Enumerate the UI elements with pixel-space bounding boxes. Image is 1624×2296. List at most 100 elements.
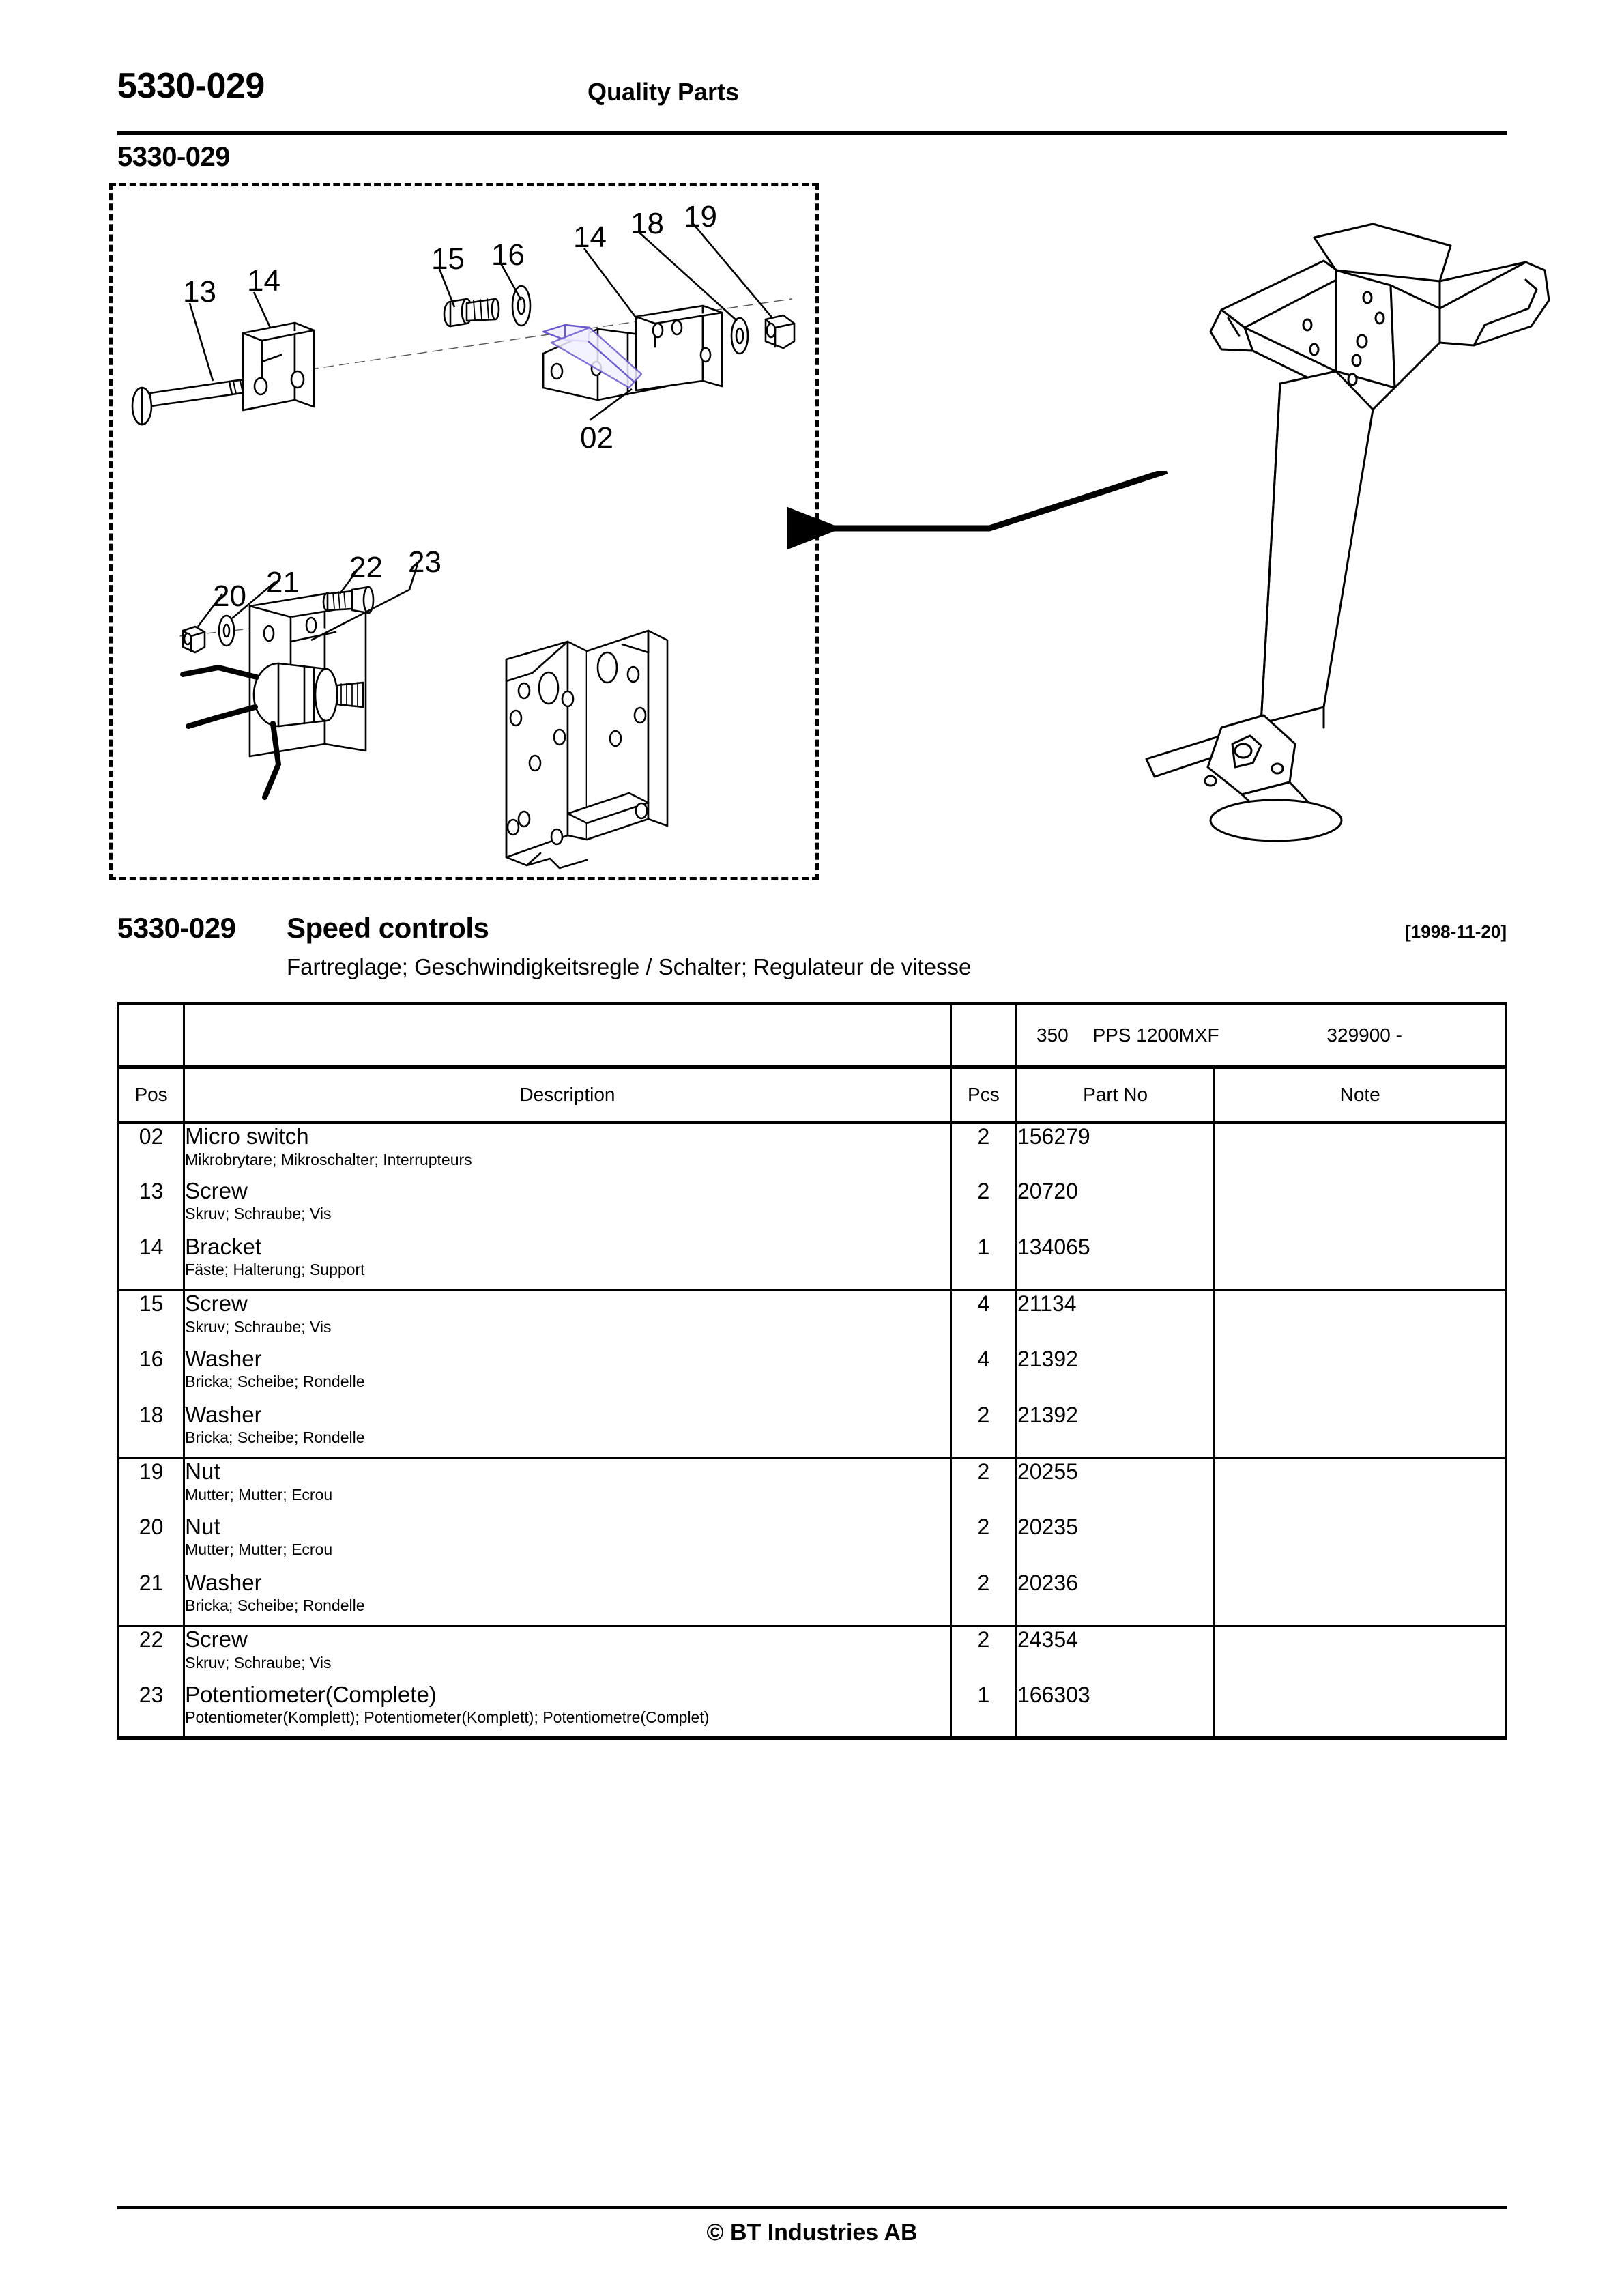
header-divider (117, 131, 1507, 135)
footer-copyright: © BT Industries AB (706, 2220, 918, 2245)
cell-note (1213, 1178, 1507, 1235)
page-header: 5330-029 Quality Parts (117, 68, 1507, 140)
cell-pos: 16 (117, 1346, 186, 1403)
column-header-part: Part No (1015, 1067, 1216, 1124)
cell-pos: 15 (117, 1290, 186, 1347)
cell-pcs: 2 (949, 1570, 1017, 1627)
cell-description: Potentiometer(Complete)Potentiometer(Kom… (183, 1681, 952, 1738)
description-primary: Bracket (185, 1233, 262, 1259)
detail-pointer-arrow (785, 468, 1276, 662)
description-primary: Screw (185, 1177, 248, 1203)
cell-note (1213, 1122, 1507, 1179)
description-primary: Screw (185, 1291, 248, 1316)
column-header-desc: Description (183, 1067, 952, 1124)
callout-21: 21 (266, 566, 300, 599)
section-title-code: 5330-029 (117, 912, 236, 944)
callout-18: 18 (630, 207, 664, 240)
callout-16: 16 (491, 238, 525, 272)
column-header-note: Note (1213, 1067, 1507, 1124)
cell-note (1213, 1626, 1507, 1682)
description-translations: Bricka; Scheibe; Rondelle (185, 1596, 365, 1615)
cell-note (1213, 1514, 1507, 1570)
cell-pos: 20 (117, 1514, 186, 1570)
cell-pcs: 1 (949, 1682, 1017, 1738)
cell-pos: 19 (117, 1458, 186, 1515)
cell-note (1213, 1290, 1507, 1347)
cell-pcs: 4 (949, 1290, 1017, 1347)
cell-pcs: 2 (949, 1626, 1017, 1682)
model-header-row: 350 PPS 1200MXF 329900 - (118, 1003, 1507, 1069)
cell-pos: 18 (117, 1402, 186, 1459)
section-title-block: 5330-029 Speed controls [1998-11-20] Far… (117, 912, 1507, 994)
cell-part-no: 21134 (1015, 1290, 1216, 1347)
cell-pos: 02 (117, 1122, 186, 1179)
description-translations: Skruv; Schraube; Vis (185, 1205, 332, 1223)
cell-part-no: 134065 (1015, 1234, 1216, 1291)
cell-pcs: 2 (949, 1178, 1017, 1235)
column-header-pos: Pos (117, 1067, 186, 1124)
callout-20: 20 (213, 579, 246, 613)
lower-assembly-drawing (179, 563, 669, 870)
exploded-diagram-upper: 13 14 15 16 14 18 19 02 (109, 183, 826, 538)
cell-part-no: 20720 (1015, 1178, 1216, 1235)
tiller-arm-drawing (1145, 223, 1550, 842)
machine-overview-illustration (1119, 205, 1597, 874)
cell-pcs: 4 (949, 1346, 1017, 1403)
description-primary: Nut (185, 1513, 220, 1539)
description-translations: Skruv; Schraube; Vis (185, 1317, 332, 1336)
cell-pcs: 2 (949, 1514, 1017, 1570)
model-row-spacer-2 (184, 1003, 952, 1069)
cell-part-no: 166303 (1015, 1682, 1216, 1738)
cell-part-no: 20255 (1015, 1458, 1216, 1515)
arrow-polyline (787, 468, 1168, 550)
section-code: 5330-029 (117, 142, 231, 172)
model-row-spacer-3 (951, 1003, 1017, 1069)
description-primary: Screw (185, 1626, 248, 1652)
header-brand-title: Quality Parts (587, 78, 740, 106)
model-serial-range: 329900 - (1326, 1024, 1402, 1046)
callout-02: 02 (580, 421, 613, 455)
cell-note (1213, 1402, 1507, 1459)
description-primary: Washer (185, 1401, 262, 1427)
description-primary: Washer (185, 1345, 262, 1371)
description-primary: Potentiometer(Complete) (185, 1681, 437, 1707)
cell-pos: 23 (117, 1682, 186, 1738)
model-number: 350 (1036, 1024, 1069, 1046)
description-primary: Nut (185, 1459, 220, 1484)
section-revision-date: [1998-11-20] (1405, 921, 1507, 942)
cell-part-no: 20235 (1015, 1514, 1216, 1570)
cell-part-no: 24354 (1015, 1626, 1216, 1682)
callout-19: 19 (684, 200, 717, 233)
cell-pcs: 1 (949, 1234, 1017, 1291)
cell-part-no: 21392 (1015, 1402, 1216, 1459)
cell-part-no: 21392 (1015, 1346, 1216, 1403)
callout-15: 15 (431, 242, 465, 276)
callout-13: 13 (183, 275, 216, 308)
description-translations: Potentiometer(Komplett); Potentiometer(K… (185, 1708, 710, 1727)
cell-pos: 21 (117, 1570, 186, 1627)
section-title-translations: Fartreglage; Geschwindigkeitsregle / Sch… (287, 954, 972, 979)
description-translations: Bricka; Scheibe; Rondelle (185, 1373, 365, 1391)
column-header-row: Pos Description Pcs Part No Note (117, 1067, 1507, 1124)
